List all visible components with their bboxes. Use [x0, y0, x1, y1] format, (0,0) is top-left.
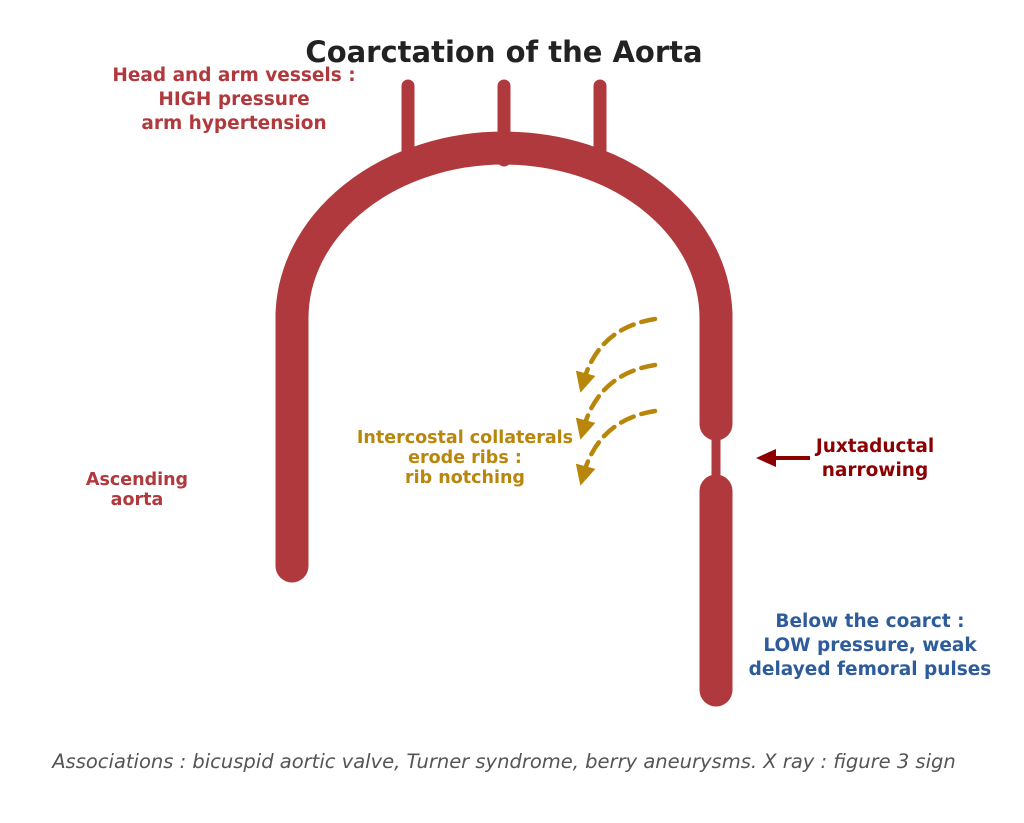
- collateral-arrow-3: [575, 408, 658, 486]
- collaterals-label: Intercostal collaterals erode ribs : rib…: [357, 428, 573, 488]
- page-title: Coarctation of the Aorta: [305, 35, 702, 69]
- collaterals-line-1: Intercostal collaterals: [357, 428, 573, 448]
- narrowing-line-1: Juxtaductal: [814, 436, 934, 457]
- collateral-arrows: [575, 316, 658, 486]
- narrowing-label: Juxtaductal narrowing: [814, 436, 934, 481]
- aortic-arch: [275, 131, 733, 319]
- low-pressure-line-2: LOW pressure, weak: [763, 635, 977, 656]
- collateral-arrow-1: [575, 316, 658, 393]
- ascending-aorta-label: Ascending aorta: [86, 470, 188, 510]
- low-pressure-line-1: Below the coarct :: [775, 611, 964, 632]
- head-vessels-line-2: HIGH pressure: [158, 89, 309, 110]
- narrowing-line-2: narrowing: [822, 460, 928, 481]
- collaterals-line-2: erode ribs :: [408, 448, 522, 468]
- associations-footnote: Associations : bicuspid aortic valve, Tu…: [50, 750, 956, 773]
- head-vessels-line-1: Head and arm vessels :: [112, 65, 355, 86]
- ascending-line-2: aorta: [111, 490, 164, 510]
- ascending-line-1: Ascending: [86, 470, 188, 490]
- head-vessels-label: Head and arm vessels : HIGH pressure arm…: [112, 65, 355, 134]
- low-pressure-label: Below the coarct : LOW pressure, weak de…: [749, 611, 992, 680]
- narrowing-pointer-arrow: [756, 449, 810, 467]
- low-pressure-line-3: delayed femoral pulses: [749, 659, 992, 680]
- collateral-arrow-2: [575, 362, 658, 440]
- head-vessels-line-3: arm hypertension: [141, 113, 326, 134]
- collaterals-line-3: rib notching: [405, 468, 525, 488]
